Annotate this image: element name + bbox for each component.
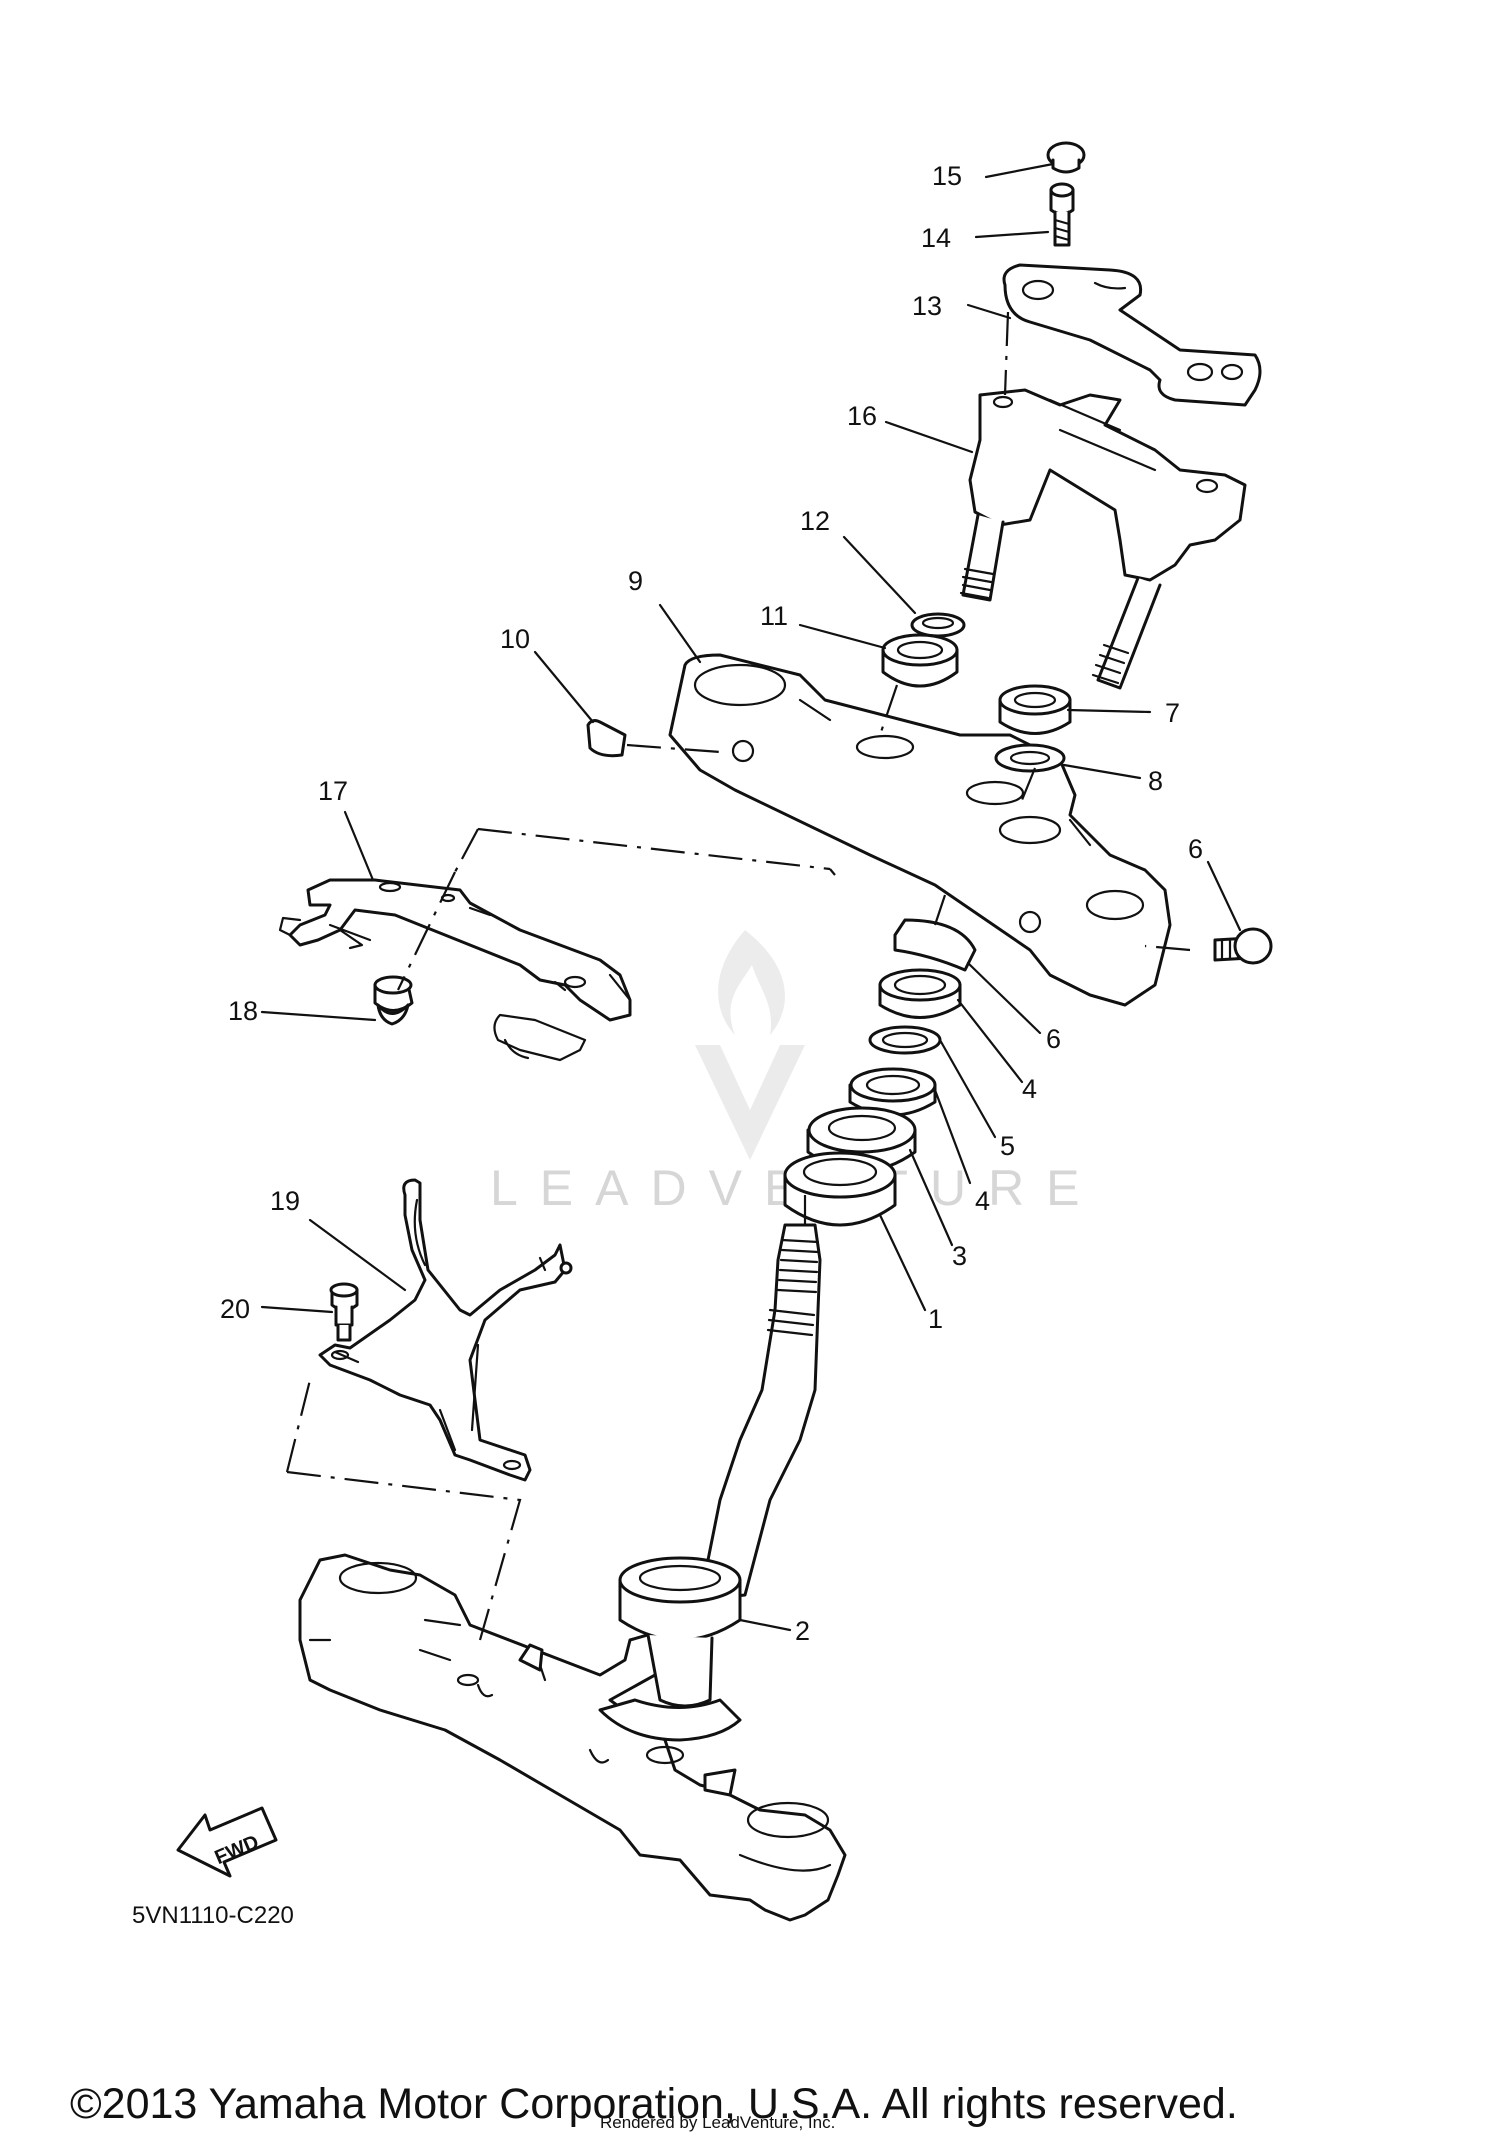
callout-9[interactable]: 9 — [628, 566, 643, 596]
callout-2[interactable]: 2 — [795, 1616, 810, 1646]
callout-8[interactable]: 8 — [1148, 766, 1163, 796]
part-15-bolt[interactable] — [1049, 182, 1075, 247]
callout-4-upper[interactable]: 4 — [1022, 1074, 1037, 1104]
callout-1[interactable]: 1 — [928, 1304, 943, 1334]
rendered-by-text: Rendered by LeadVenture, Inc. — [600, 2113, 835, 2132]
callout-16[interactable]: 15 — [932, 161, 962, 191]
part-8-washer[interactable] — [994, 743, 1066, 773]
part-1-bearing[interactable] — [783, 1151, 897, 1227]
part-12-bushing[interactable] — [881, 633, 959, 688]
part-11-bolt[interactable] — [1213, 927, 1273, 965]
part-5-washer[interactable] — [868, 1025, 942, 1055]
part-7-nut[interactable] — [998, 684, 1072, 735]
callout-18[interactable]: 18 — [228, 996, 258, 1026]
copyright-text: ©2013 Yamaha Motor Corporation, U.S.A. A… — [70, 2080, 1238, 2128]
callout-3[interactable]: 3 — [952, 1241, 967, 1271]
part-18-nut[interactable] — [373, 975, 414, 1026]
part-16-cap[interactable] — [1046, 141, 1086, 174]
part-14-upper-holder[interactable] — [1002, 263, 1262, 407]
callout-10[interactable]: 10 — [500, 624, 530, 654]
watermark-logo — [695, 930, 805, 1160]
callout-11[interactable]: 6 — [1188, 834, 1203, 864]
lower-bracket-steering-stem[interactable] — [298, 1223, 847, 1922]
part-20-bracket[interactable] — [318, 1178, 573, 1482]
callout-labels: 15 14 13 16 12 11 9 10 7 8 6 17 18 6 4 5… — [220, 161, 1203, 1646]
callout-6[interactable]: 6 — [1046, 1024, 1061, 1054]
callout-13[interactable]: 12 — [800, 506, 830, 536]
assembly-guide-lines — [285, 311, 1191, 1641]
diagram-code: 5VN1110-C220 — [132, 1902, 294, 1929]
callout-7[interactable]: 7 — [1165, 698, 1180, 728]
part-4-upper-nut[interactable] — [878, 968, 962, 1019]
part-13-washer[interactable] — [910, 612, 966, 638]
part-19-bracket[interactable] — [278, 878, 632, 1062]
leader-lines — [260, 162, 1242, 1632]
callout-4-lower[interactable]: 4 — [975, 1186, 990, 1216]
callout-20[interactable]: 19 — [270, 1186, 300, 1216]
callout-15[interactable]: 14 — [921, 223, 951, 253]
callout-19[interactable]: 17 — [318, 776, 348, 806]
callout-5[interactable]: 5 — [1000, 1131, 1015, 1161]
callout-21[interactable]: 20 — [220, 1294, 250, 1324]
callout-17[interactable]: 16 — [847, 401, 877, 431]
fwd-arrow-icon: FWD — [176, 1806, 278, 1878]
part-6-collar[interactable] — [893, 918, 977, 972]
part-21-bolt[interactable] — [329, 1282, 359, 1342]
callout-12[interactable]: 11 — [760, 601, 788, 631]
part-17-lower-holder[interactable] — [959, 388, 1247, 690]
callout-14[interactable]: 13 — [912, 291, 942, 321]
part-10-cap[interactable] — [586, 719, 627, 758]
